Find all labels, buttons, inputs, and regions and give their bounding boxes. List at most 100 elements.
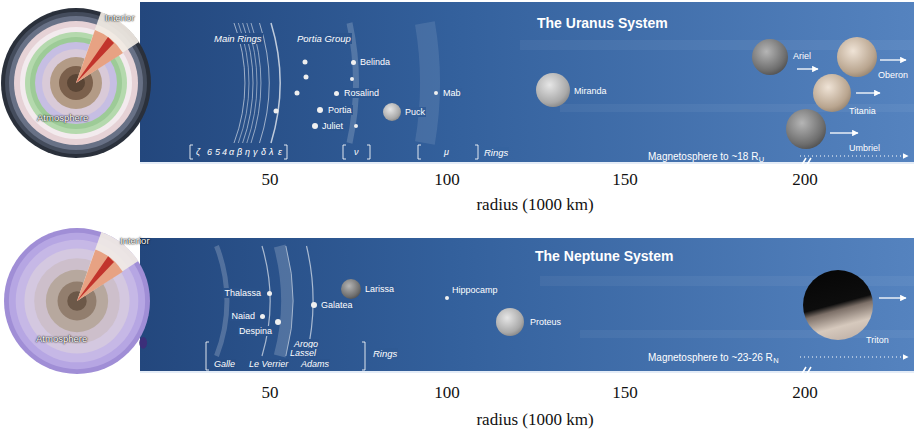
axis-label: radius (1000 km)	[476, 195, 593, 215]
axis-lines	[140, 158, 914, 377]
ring-brackets	[362, 342, 365, 370]
axis-label: 50	[262, 170, 279, 190]
axis-lines	[805, 367, 811, 377]
ring-group-label: Rings	[372, 348, 398, 359]
ring-letter: μ	[444, 147, 449, 157]
axis-lines	[140, 162, 914, 164]
axis-label: 100	[434, 383, 460, 403]
interior-label: Interior	[120, 235, 150, 246]
moon-name: Umbriel	[849, 143, 880, 153]
small-moon: Mab	[434, 91, 438, 95]
ring-group-label: Main Rings	[213, 33, 263, 44]
axis-lines	[140, 371, 914, 373]
moon-name: Larissa	[364, 284, 395, 294]
ring-letter: γ	[253, 147, 258, 157]
moon-name: Despina	[238, 326, 273, 336]
moon-name: Puck	[404, 107, 426, 117]
atmosphere-label: Atmosphere	[36, 333, 87, 344]
uranus-band	[140, 2, 914, 163]
moon-name: Ariel	[793, 51, 811, 61]
planet-disc: InteriorAtmosphere	[1, 8, 151, 158]
moon-name: Belinda	[360, 57, 390, 67]
small-moon-dots	[274, 109, 279, 114]
magnetosphere-note: Magnetosphere to ~18 R	[648, 151, 758, 162]
ring-brackets	[190, 145, 478, 370]
ring-letter: η	[245, 147, 250, 157]
system-title: The Neptune System	[535, 248, 673, 264]
moon-name: Oberon	[878, 70, 908, 80]
small-moon-dots	[304, 75, 309, 80]
ring-brackets	[418, 145, 421, 159]
ring-name: Galle	[213, 359, 236, 369]
moon-name: Juliet	[321, 121, 344, 131]
small-moon: Galatea	[311, 302, 317, 308]
moon: Proteus	[496, 308, 524, 336]
uranus-cutaway	[20, 27, 132, 139]
uranus-cutaway	[1, 8, 151, 158]
neptune-rings	[217, 246, 227, 356]
small-moon: Naiad	[260, 314, 265, 319]
system-title: The Uranus System	[537, 15, 668, 31]
moon: Titania	[813, 74, 851, 112]
moon: Puck	[383, 103, 401, 121]
neptune-cutaway	[77, 256, 114, 301]
ring-brackets	[475, 145, 478, 159]
ring-brackets	[206, 342, 209, 370]
moon-name: Miranda	[574, 86, 607, 96]
ring-letter: β	[237, 147, 242, 157]
ring-letter: α	[229, 147, 234, 157]
moon: Ariel	[752, 39, 788, 75]
uranus-band	[140, 2, 914, 163]
moon-name: Proteus	[530, 317, 561, 327]
ring-letter: ν	[354, 147, 359, 157]
moon: Larissa	[341, 279, 361, 299]
orbit-arrows	[797, 68, 818, 69]
interior-label: Interior	[105, 12, 135, 23]
ring-letter: 4	[222, 147, 227, 157]
small-moon: Hippocamp	[445, 296, 449, 300]
small-moon-dots	[295, 91, 300, 96]
neptune-band	[580, 330, 914, 338]
small-moon: Despina	[275, 319, 281, 325]
small-moon-dots	[350, 77, 354, 81]
atmosphere-label: Atmosphere	[37, 112, 88, 123]
ring-name: Adams	[300, 359, 330, 369]
neptune-band	[140, 238, 914, 372]
neptune-cutaway	[24, 248, 129, 353]
ring-letter: 5	[215, 147, 220, 157]
uranus-cutaway	[76, 37, 114, 83]
neptune-cutaway	[4, 228, 150, 374]
ring-brackets	[367, 145, 370, 159]
uranus-cutaway	[1, 8, 151, 158]
ring-brackets	[284, 145, 287, 159]
moon: Oberon	[837, 37, 877, 77]
moon-name: Rosalind	[343, 88, 380, 98]
orbit-arrows	[856, 92, 880, 93]
small-moon: Rosalind	[334, 91, 339, 96]
axis-lines	[805, 158, 811, 168]
neptune-rings	[262, 246, 270, 356]
moon-name: Triton	[866, 335, 889, 345]
magnetosphere-arrows	[800, 155, 908, 156]
moon: Triton	[803, 270, 873, 340]
subscript: U	[759, 155, 764, 164]
orbit-arrows	[879, 297, 906, 298]
magnetosphere-note: Magnetosphere to ~23-26 R	[648, 352, 773, 363]
neptune-cutaway	[139, 337, 147, 349]
orbit-arrows	[880, 59, 906, 60]
ring-letter: δ	[261, 147, 266, 157]
axis-label: 200	[792, 170, 818, 190]
planet-disc: InteriorAtmosphere	[4, 228, 150, 374]
ring-name: Lassel	[289, 348, 317, 358]
uranus-rings	[271, 23, 280, 143]
uranus-cutaway	[76, 12, 139, 83]
axis-label: radius (1000 km)	[476, 410, 593, 430]
moon-name: Thalassa	[223, 288, 262, 298]
moon-name: Hippocamp	[452, 285, 498, 295]
moon-name: Naiad	[230, 311, 256, 321]
ring-group-label: Portia Group	[296, 33, 352, 44]
small-moon: Portia	[317, 107, 323, 113]
neptune-band	[140, 238, 914, 372]
uranus-cutaway	[76, 30, 123, 83]
moon-name: Portia	[327, 105, 353, 115]
